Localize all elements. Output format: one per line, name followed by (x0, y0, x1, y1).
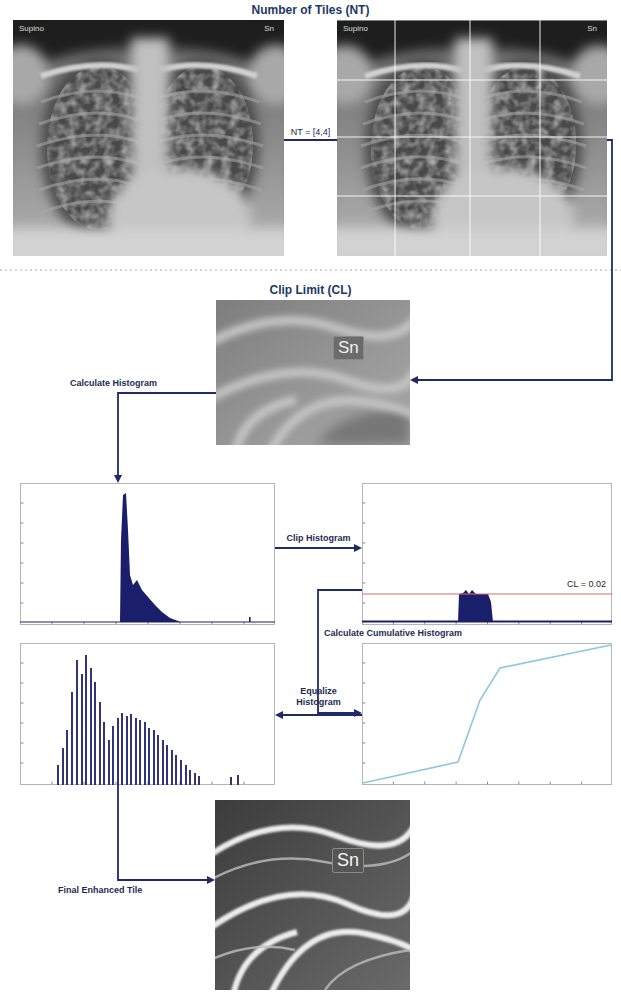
xray-image: Supino Sn (13, 20, 284, 256)
edge-label: Clip Histogram (276, 533, 362, 544)
arrow-head (410, 376, 418, 384)
arrow-head (114, 475, 122, 483)
enhanced-tile-image: Sn (215, 800, 410, 990)
equalized-histogram-plot (20, 643, 275, 785)
clip-limit-line (362, 593, 612, 594)
arrow-head (275, 711, 283, 719)
edge-label: Calculate Cumulative Histogram (324, 628, 524, 639)
cumulative-plot (362, 643, 612, 785)
image-annotation: Supino (343, 24, 368, 33)
arrow-head (354, 544, 362, 552)
equalized-histogram-bars (58, 655, 238, 785)
connector (283, 714, 362, 716)
image-annotation: Sn (587, 24, 597, 33)
histogram-plot (20, 483, 275, 625)
chest-xray (317, 20, 621, 269)
image-annotation: Sn (264, 24, 274, 33)
plot-frame (362, 644, 611, 785)
arrow-head (354, 709, 362, 717)
edge-label: NT = [4,4] (284, 127, 338, 138)
arrow-head (207, 876, 215, 884)
connector (118, 785, 207, 880)
clipped-histogram-plot: CL = 0.02 (362, 483, 612, 625)
connector (284, 139, 337, 141)
connector (418, 140, 612, 380)
edge-label: Final Enhanced Tile (58, 885, 178, 896)
clip-limit-label: CL = 0.02 (567, 579, 606, 589)
edge-label: Calculate Histogram (70, 378, 190, 389)
image-annotation: Supino (19, 24, 44, 33)
plot-frame (21, 484, 275, 625)
enhanced-xray-tile (210, 800, 418, 995)
edge-label: Equalize Histogram (288, 686, 350, 708)
tile-image: Sn (216, 300, 410, 445)
histogram-bars (20, 493, 275, 622)
section-heading: Clip Limit (CL) (0, 283, 621, 297)
xray-tile (211, 300, 418, 450)
plot-frame (362, 484, 611, 625)
tiled-xray-image: Supino Sn (337, 20, 607, 256)
tile-grid (337, 20, 607, 256)
image-marker: Sn (332, 848, 364, 873)
chest-xray (0, 20, 304, 270)
cumulative-curve (363, 645, 611, 783)
image-marker: Sn (333, 336, 364, 360)
section-separator (0, 269, 621, 271)
clipped-histogram-bars (362, 590, 612, 622)
connector (118, 393, 216, 475)
connector (275, 547, 354, 549)
plot-frame (21, 644, 275, 785)
diagram-title: Number of Tiles (NT) (0, 3, 621, 17)
